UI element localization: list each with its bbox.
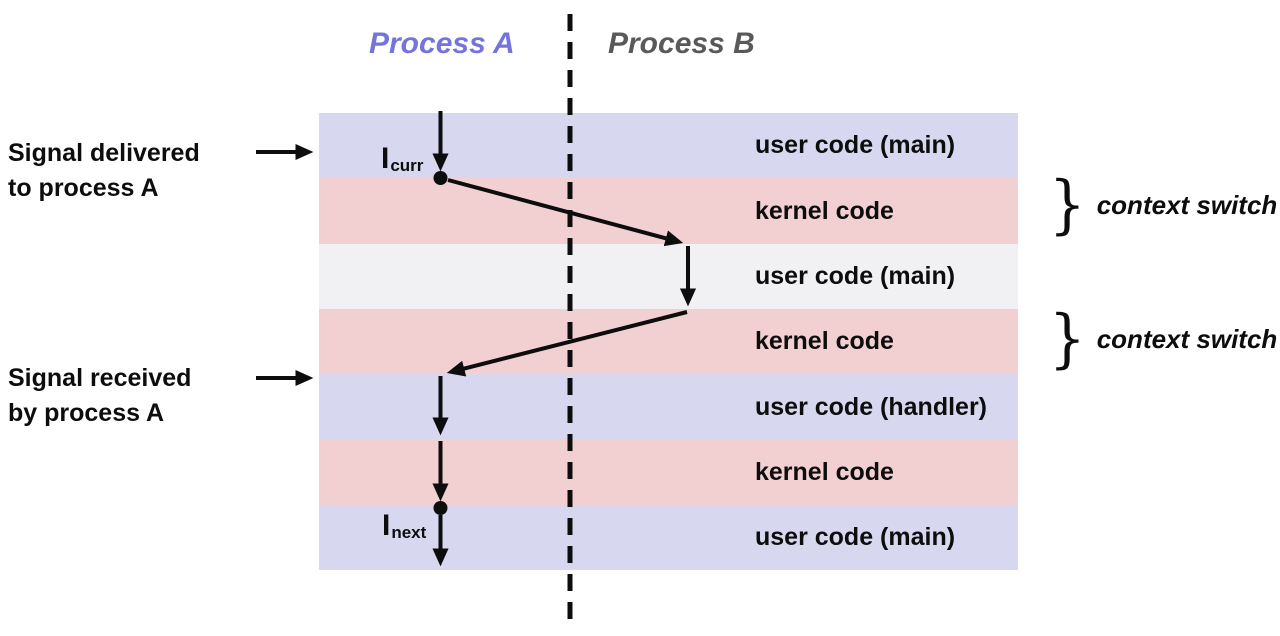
- context-switch-note-2: } context switch: [1047, 306, 1277, 372]
- signal-delivered-line1: Signal delivered: [8, 139, 200, 167]
- icurr-label: Icurr: [381, 142, 424, 178]
- inext-base: I: [382, 509, 391, 542]
- signal-received-line1: Signal received: [8, 364, 192, 392]
- band-label: kernel code: [755, 196, 894, 225]
- band-label: user code (main): [755, 131, 956, 159]
- signal-received-line2: by process A: [8, 399, 165, 427]
- context-switch-note-1: } context switch: [1047, 172, 1277, 238]
- inext-subscript: next: [391, 523, 427, 542]
- band-label: user code (main): [755, 523, 956, 551]
- process-a-header: Process A: [369, 27, 515, 60]
- process-b-header: Process B: [608, 27, 755, 60]
- brace-icon: }: [1049, 302, 1086, 376]
- signal-delivered-line2: to process A: [8, 174, 159, 202]
- band-label: kernel code: [755, 458, 894, 486]
- brace-icon: }: [1049, 168, 1086, 242]
- icurr-base: I: [381, 142, 390, 175]
- band-user-code-main-2: user code (main): [319, 244, 1018, 309]
- band-label: user code (main): [755, 262, 956, 290]
- icurr-subscript: curr: [390, 156, 424, 175]
- context-switch-label: context switch: [1096, 323, 1278, 354]
- signal-received-note: Signal received by process A: [8, 361, 191, 431]
- signal-delivered-note: Signal delivered to process A: [8, 136, 200, 206]
- band-label: kernel code: [755, 327, 894, 355]
- inext-label: Inext: [382, 509, 427, 545]
- context-switch-label: context switch: [1096, 189, 1278, 220]
- band-label: user code (handler): [755, 392, 987, 421]
